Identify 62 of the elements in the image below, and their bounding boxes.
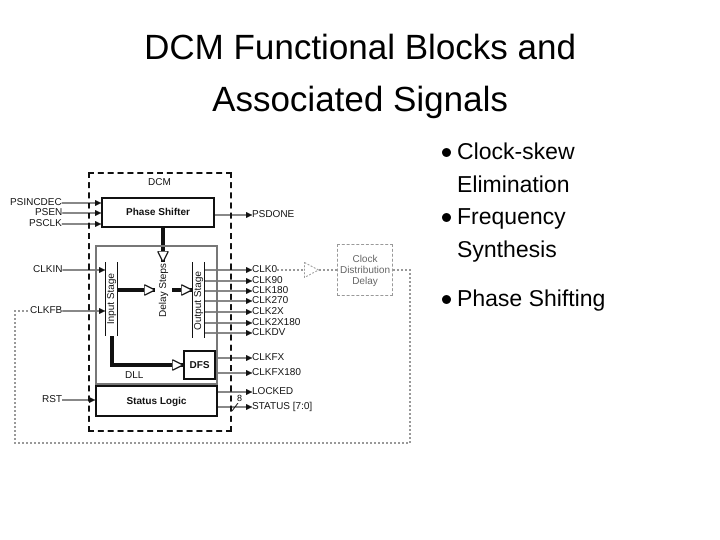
process-box (95, 245, 218, 385)
wide-arrow (172, 284, 193, 296)
arrow (204, 266, 252, 274)
connector-line (277, 269, 304, 271)
wide-arrow (110, 336, 184, 372)
signal-label: CLK270 (252, 295, 288, 307)
signal-label: PSDONE (252, 209, 294, 221)
signal-label: CLKFB (30, 305, 62, 317)
signal-label: CLKDV (252, 327, 286, 339)
wide-arrow (118, 284, 156, 296)
process-box: DFS (183, 350, 216, 380)
signal-label: CLK2X180 (252, 317, 300, 329)
arrow (204, 308, 252, 316)
arrow (218, 402, 252, 412)
stage-label: Output Stage (193, 270, 204, 330)
edge-label: 8 (237, 394, 242, 403)
arrow (214, 212, 252, 218)
arrow (204, 330, 252, 336)
arrow (204, 278, 252, 284)
bullet-text: Frequency Synthesis (457, 202, 567, 264)
signal-label: PSINCDEC (10, 197, 62, 209)
signal-label: STATUS [7:0] (252, 401, 312, 413)
process-box: Status Logic (95, 385, 218, 417)
arrow (218, 388, 252, 396)
block-label: Delay Steps (155, 262, 172, 318)
signal-label: CLKFX180 (252, 367, 301, 379)
connector-line (14, 269, 411, 444)
arrow (62, 266, 106, 274)
arrow (204, 320, 252, 326)
block-title: DLL (125, 370, 144, 381)
bullet-text: Phase Shifting (457, 284, 606, 313)
signal-label: CLK2X (252, 306, 284, 318)
signal-label: RST (42, 394, 62, 406)
stage-strip (192, 262, 205, 338)
signal-label: LOCKED (252, 386, 294, 398)
stage-label: Input Stage (106, 273, 117, 325)
arrow (216, 354, 252, 362)
arrow (61, 220, 102, 228)
signal-label: CLKIN (33, 264, 62, 276)
slide-title: DCM Functional Blocks and Associated Signals (143, 27, 577, 121)
arrow (62, 396, 96, 404)
signal-label: CLK0 (252, 264, 278, 276)
bullet-text: Clock-skew Elimination (457, 137, 576, 199)
arrow (62, 210, 102, 216)
arrow (62, 308, 106, 314)
process-box: Phase Shifter (101, 197, 215, 228)
dashed-process-box: Clock Distribution Delay (337, 244, 393, 296)
dashed-block-outline (88, 172, 232, 432)
connector-line (319, 269, 337, 271)
signal-label: CLK90 (252, 275, 283, 287)
signal-label: PSEN (35, 207, 62, 219)
stage-strip (105, 262, 118, 336)
arrow (204, 298, 252, 304)
arrow (61, 200, 102, 206)
wide-arrow (156, 228, 170, 263)
signal-label: CLK180 (252, 285, 288, 297)
signal-label: CLKFX (252, 352, 284, 364)
arrow (216, 370, 252, 376)
arrow (204, 288, 252, 294)
signal-label: PSCLK (29, 218, 62, 230)
block-title: DCM (148, 177, 171, 188)
buffer-symbol (304, 262, 319, 278)
